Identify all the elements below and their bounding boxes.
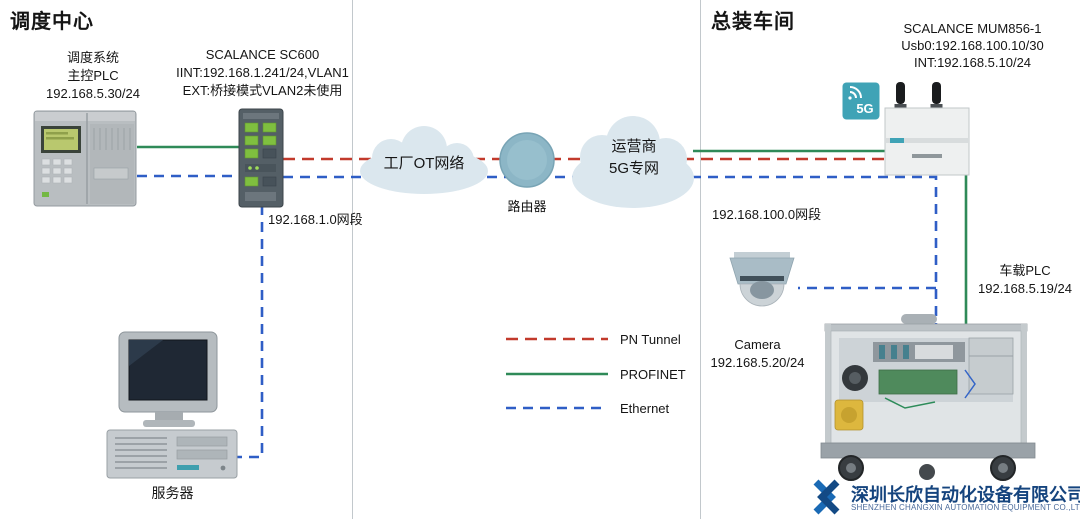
server-label: 服务器 [151,485,194,501]
left-section-divider [352,0,353,519]
server-computer [106,331,238,479]
company-name-cn: 深圳长欣自动化设备有限公司 [851,485,1080,505]
assembly-workshop-title: 总装车间 [711,11,795,33]
legend-ethernet-line [506,406,608,410]
router-icon [499,132,555,188]
ot-network-cloud [360,126,488,194]
legend-ethernet-label: Ethernet [620,400,670,416]
sc600-int: IINT:192.168.1.241/24,VLAN1 [176,65,349,80]
antenna-left-icon [894,82,907,111]
right-section-divider [700,0,701,519]
vehicle-plc-ip: 192.168.5.19/24 [978,281,1072,296]
mum856-usb0: Usb0:192.168.100.10/30 [901,38,1044,53]
dome-camera [729,252,795,307]
camera-ip: 192.168.5.20/24 [710,355,805,370]
wire-ethernet-backbone [283,175,938,392]
legend-profinet-label: PROFINET [620,366,686,382]
agv-machine [820,314,1036,481]
sc600-switch-device [238,108,284,208]
5g-badge-icon: 5G [842,82,880,120]
mum856-int: INT:192.168.5.10/24 [913,55,1032,70]
segment-right-label: 192.168.100.0网段 [712,207,822,222]
segment-left-label: 192.168.1.0网段 [268,212,363,227]
camera-label: Camera 192.168.5.20/24 [700,336,815,372]
mum856-label: SCALANCE MUM856-1 Usb0:192.168.100.10/30… [865,20,1080,71]
legend-profinet-line [506,372,608,376]
main-plc-label: 调度系统 主控PLC 192.168.5.30/24 [23,49,163,103]
legend-profinet: PROFINET [505,366,686,382]
legend-pn-tunnel: PN Tunnel [505,331,681,347]
ot-network-label: 工厂OT网络 [383,155,465,172]
main-plc-device [33,110,137,207]
carrier-line1: 运营商 [611,138,657,155]
antenna-right-icon [930,82,943,111]
sc600-label: SCALANCE SC600 IINT:192.168.1.241/24,VLA… [160,46,365,100]
vehicle-plc-name: 车载PLC [999,263,1051,278]
legend-pn-label: PN Tunnel [620,331,681,347]
mum856-name: SCALANCE MUM856-1 [903,21,1042,36]
5g-badge-text: 5G [856,101,873,116]
main-plc-line2: 主控PLC [67,68,119,83]
sc600-name: SCALANCE SC600 [205,47,320,62]
camera-name: Camera [734,337,781,352]
main-plc-ip: 192.168.5.30/24 [46,86,140,101]
company-name-en: SHENZHEN CHANGXIN AUTOMATION EQUIPMENT C… [851,503,1080,512]
legend-ethernet: Ethernet [505,400,669,416]
sc600-ext: EXT:桥接模式VLAN2未使用 [182,83,343,98]
legend-pn-line [506,337,608,341]
vehicle-plc-label: 车载PLC 192.168.5.19/24 [972,262,1078,298]
dispatch-center-title: 调度中心 [10,11,94,33]
mum856-device [884,82,970,176]
carrier-line2: 5G专网 [608,160,659,177]
company-logo [813,479,840,515]
main-plc-line1: 调度系统 [66,50,119,65]
router-label: 路由器 [507,199,547,214]
carrier-5g-label: 运营商 5G专网 [569,136,699,180]
carrier-5g-cloud [572,116,694,208]
